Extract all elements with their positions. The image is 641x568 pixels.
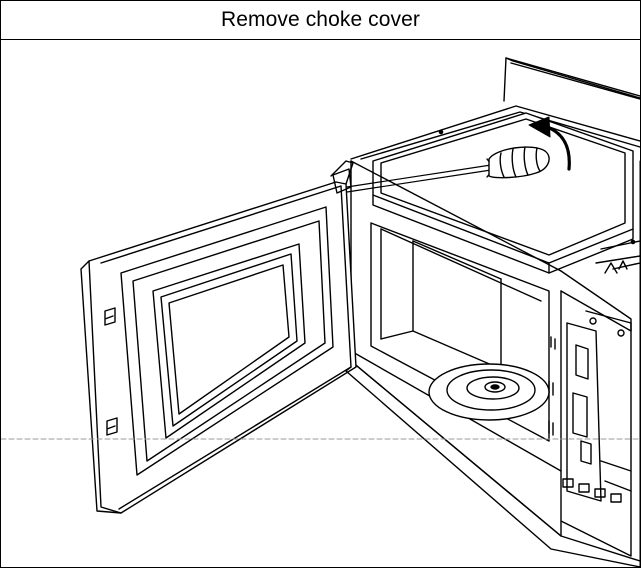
microwave-illustration [1, 40, 640, 567]
page-title: Remove choke cover [220, 8, 421, 31]
cabinet-outline [350, 57, 640, 567]
turntable [428, 363, 550, 421]
curved-arrow-icon [528, 116, 571, 171]
screwdriver-icon [346, 146, 550, 193]
title-bar: Remove choke cover [1, 1, 640, 40]
open-door [80, 160, 357, 514]
control-compartment [560, 240, 640, 557]
oven-base [345, 366, 640, 567]
